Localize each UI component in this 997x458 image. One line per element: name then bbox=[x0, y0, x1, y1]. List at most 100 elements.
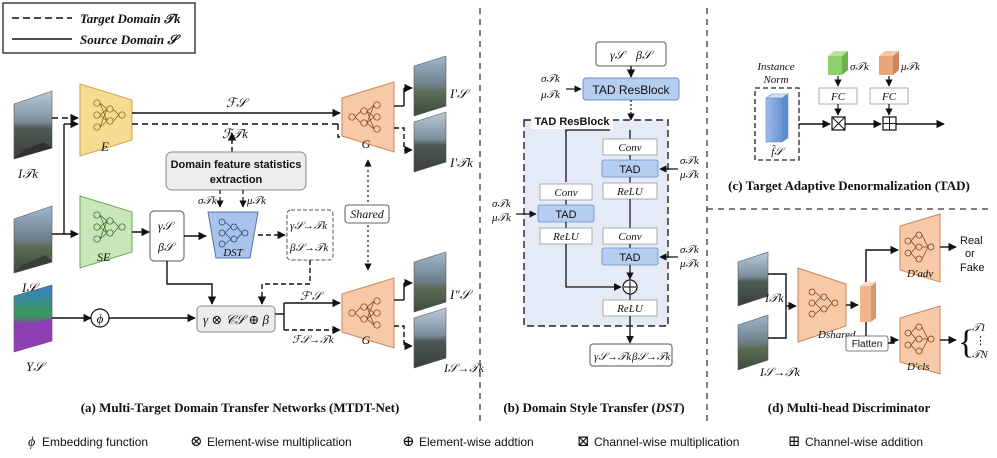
legend-box: Target Domain 𝒯k Source Domain 𝒮 bbox=[2, 2, 196, 54]
feature-cube bbox=[765, 93, 789, 143]
output-transfer-label: I𝒮→𝒯k bbox=[443, 361, 484, 375]
legend-symbol-elem-add: ⊕ bbox=[402, 434, 415, 450]
bottom-legend: ϕ Embedding function ⊗ Element-wise mult… bbox=[28, 434, 923, 450]
beta-source-label: β𝒮 bbox=[157, 240, 177, 254]
output-source-recon-label: I′𝒮 bbox=[449, 86, 471, 101]
instance-norm-line2: Norm bbox=[762, 74, 788, 86]
output-source-double-image bbox=[413, 251, 447, 313]
label-input-target: I𝒯k bbox=[17, 166, 38, 181]
left-sigma: σ𝒯k bbox=[492, 198, 512, 210]
right-conv2-label: Conv bbox=[618, 231, 641, 243]
mu-target-label: μ𝒯k bbox=[246, 195, 267, 207]
sigma-target-label: σ𝒯k bbox=[198, 195, 218, 207]
dst-module: DST bbox=[207, 211, 259, 259]
right-relu1-label: ReLU bbox=[616, 186, 644, 198]
real-fake-line2: or bbox=[965, 248, 975, 260]
input-segmentation-map bbox=[13, 284, 53, 353]
panel-b-caption: (b) Domain Style Transfer (DST) bbox=[503, 400, 684, 415]
left-tad-label: TAD bbox=[555, 209, 576, 221]
legend-symbol-ch-add: ⊞ bbox=[788, 434, 801, 450]
panel-a: I𝒯k I𝒮 Y𝒮 E bbox=[13, 55, 484, 415]
real-fake-line1: Real bbox=[960, 235, 983, 247]
resblock-top-mu: μ𝒯k bbox=[540, 89, 561, 101]
panel-b: γ𝒮 β𝒮 TAD ResBlock σ𝒯k μ𝒯k TAD ResBlock … bbox=[491, 41, 700, 415]
output-target-recon-image bbox=[413, 111, 447, 173]
shared-badge bbox=[344, 204, 390, 224]
generator-G-top: G bbox=[341, 81, 395, 153]
beta-transfer-label: β𝒮→𝒯k bbox=[289, 242, 329, 254]
legend-source-label: Source Domain 𝒮 bbox=[80, 32, 181, 47]
tad-resblock-expanded-label: TAD ResBlock bbox=[535, 116, 611, 128]
gamma-transfer-label: γ𝒮→𝒯k bbox=[290, 220, 328, 232]
embedding-symbol: ϕ bbox=[97, 311, 104, 326]
input-source-image bbox=[13, 205, 53, 274]
panel-d-caption: (d) Multi-head Discriminator bbox=[768, 400, 931, 415]
panel-d: I𝒯k I𝒮→𝒯k Dshared Flatten bbox=[737, 213, 988, 415]
legend-symbol-embedding: ϕ bbox=[28, 435, 35, 450]
legend-label-elem-mult: Element-wise multiplication bbox=[207, 435, 352, 449]
legend-label-ch-mult: Channel-wise multiplication bbox=[594, 435, 739, 449]
disc-input-target-image bbox=[737, 251, 769, 307]
d-adv-label: D′adv bbox=[906, 268, 933, 280]
shared-feature-cube bbox=[860, 282, 876, 322]
right1-sigma: σ𝒯k bbox=[680, 155, 700, 167]
gamma-beta-transfer-box: γ𝒮→𝒯k β𝒮→𝒯k bbox=[286, 209, 334, 261]
generator-G-bottom: G bbox=[341, 277, 395, 349]
feature-source-prime-label: ℱ′𝒮 bbox=[300, 289, 325, 303]
right1-mu: μ𝒯k bbox=[679, 169, 700, 181]
fc-sigma-text: FC bbox=[830, 91, 846, 103]
tad-resblock-label-bg bbox=[531, 113, 613, 129]
output-source-recon-image bbox=[413, 55, 447, 117]
resblock-top-sigma: σ𝒯k bbox=[541, 73, 561, 85]
gamma-beta-source-box: γ𝒮 β𝒮 bbox=[149, 210, 185, 262]
d-adv: D′adv bbox=[899, 213, 941, 283]
left-mu: μ𝒯k bbox=[491, 212, 512, 224]
left-relu-label: ReLU bbox=[552, 231, 580, 243]
f-hat-label: f̂𝒮 bbox=[771, 145, 786, 158]
mu-vector bbox=[879, 51, 899, 75]
feature-transfer-label: ℱ𝒮→𝒯k bbox=[292, 334, 335, 346]
flatten-label: Flatten bbox=[852, 339, 883, 350]
disc-input-transfer-image bbox=[737, 314, 769, 371]
d-cls-label: D′cls bbox=[906, 361, 930, 373]
sigma-vector bbox=[828, 51, 848, 75]
dst-top-gamma: γ𝒮 bbox=[610, 48, 628, 62]
output-transfer-image bbox=[413, 307, 447, 369]
real-fake-line3: Fake bbox=[960, 262, 984, 274]
shared-label: Shared bbox=[350, 207, 385, 221]
dst-top-beta: β𝒮 bbox=[635, 48, 655, 62]
input-target-image bbox=[13, 90, 53, 160]
legend-symbol-ch-mult: ⊠ bbox=[577, 434, 590, 450]
class-dots: ⋮ bbox=[975, 335, 986, 347]
d-shared: Dshared bbox=[797, 267, 856, 343]
class-brace: { bbox=[958, 324, 974, 361]
disc-input-target-label: I𝒯k bbox=[764, 291, 784, 305]
class-top-label: 𝒯1 bbox=[972, 322, 986, 334]
domain-stats-text-line2: extraction bbox=[210, 174, 263, 186]
style-encoder-label: SE bbox=[97, 250, 111, 264]
right2-sigma: σ𝒯k bbox=[680, 244, 700, 256]
fc-sigma-label: σ𝒯k bbox=[850, 61, 870, 73]
fusion-box: γ ⊗ 𝒞𝒮 ⊕ β bbox=[196, 305, 276, 333]
output-target-recon-label: I′𝒯k bbox=[449, 155, 473, 170]
fusion-expression: γ ⊗ 𝒞𝒮 ⊕ β bbox=[203, 312, 269, 327]
gamma-source-label: γ𝒮 bbox=[158, 219, 176, 233]
right-tad1-label: TAD bbox=[619, 164, 640, 176]
tad-resblock-top-label: TAD ResBlock bbox=[592, 83, 670, 97]
panel-c-caption: (c) Target Adaptive Denormalization (TAD… bbox=[728, 178, 970, 193]
generator-bottom-label: G bbox=[362, 333, 371, 347]
domain-stats-text-line1: Domain feature statistics bbox=[171, 159, 302, 171]
encoder-E: E bbox=[79, 83, 133, 157]
disc-input-transfer-label: I𝒮→𝒯k bbox=[759, 365, 800, 379]
style-encoder-SE: SE bbox=[79, 195, 133, 269]
domain-stats-box: Domain feature statistics extraction bbox=[165, 151, 307, 191]
encoder-E-label: E bbox=[100, 139, 109, 154]
feature-target-label: ℱ𝒯k bbox=[222, 126, 248, 141]
label-segmentation: Y𝒮 bbox=[26, 359, 47, 374]
generator-top-label: G bbox=[362, 137, 371, 151]
panel-a-caption: (a) Multi-Target Domain Transfer Network… bbox=[81, 400, 400, 415]
panel-c: Instance Norm f̂𝒮 σ𝒯k FC bbox=[728, 51, 970, 193]
right2-mu: μ𝒯k bbox=[679, 258, 700, 270]
